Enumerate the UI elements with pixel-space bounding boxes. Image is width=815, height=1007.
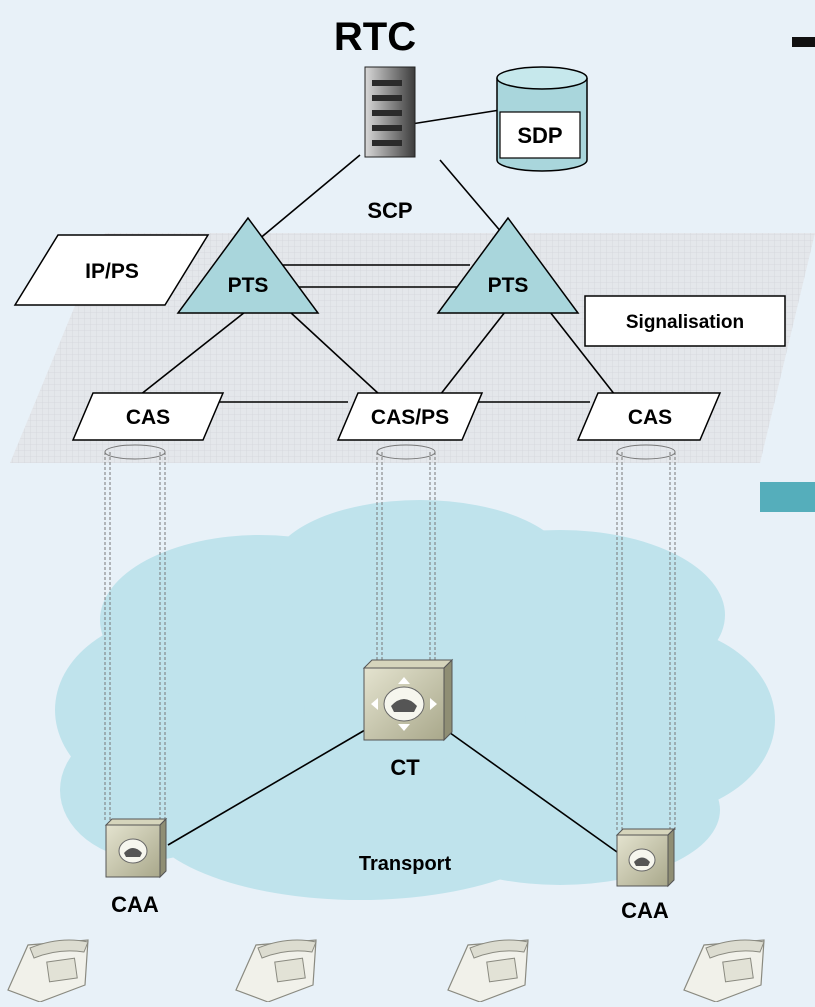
cas-ps-node [336, 392, 484, 441]
desk-phone-icon [7, 939, 89, 1003]
signalisation-label: Signalisation [626, 312, 744, 333]
signalisation-box [584, 295, 786, 347]
pts-label-left: PTS [228, 274, 269, 297]
caa-label-right: CAA [621, 898, 669, 923]
cas-ps-label: CAS/PS [371, 406, 449, 429]
slide-title-dash [792, 37, 815, 47]
telephone-switch-icon [104, 817, 168, 879]
telephone-switch-icon [615, 827, 676, 888]
desk-phone-icon [447, 939, 529, 1003]
scp-label: SCP [367, 198, 412, 223]
transport-label: Transport [359, 853, 452, 875]
cylinder-link-left [104, 444, 166, 820]
diagram-title: RTC [334, 15, 416, 59]
desk-phone-icon [683, 939, 765, 1003]
cas-node-left [71, 392, 225, 441]
ip-ps-node [13, 234, 210, 306]
transport-cloud [55, 500, 775, 900]
pts-node-right [436, 216, 580, 314]
pts-node-left [176, 216, 320, 314]
cas-label-left: CAS [126, 406, 170, 429]
telephone-switch-icon [362, 658, 454, 742]
cas-label-right: CAS [628, 406, 672, 429]
sdp-label: SDP [517, 123, 562, 148]
connections [139, 109, 618, 853]
ct-label: CT [390, 755, 420, 780]
cylinder-link-right [616, 444, 676, 832]
pts-label-right: PTS [488, 274, 529, 297]
slide-accent-bar [760, 482, 815, 512]
desk-phone-icon [235, 939, 317, 1003]
cylinder-link-center [376, 444, 436, 665]
sdp-box [499, 111, 581, 159]
ip-ps-label: IP/PS [85, 260, 139, 283]
cas-node-right [576, 392, 722, 441]
caa-label-left: CAA [111, 892, 159, 917]
server-icon [364, 66, 416, 158]
